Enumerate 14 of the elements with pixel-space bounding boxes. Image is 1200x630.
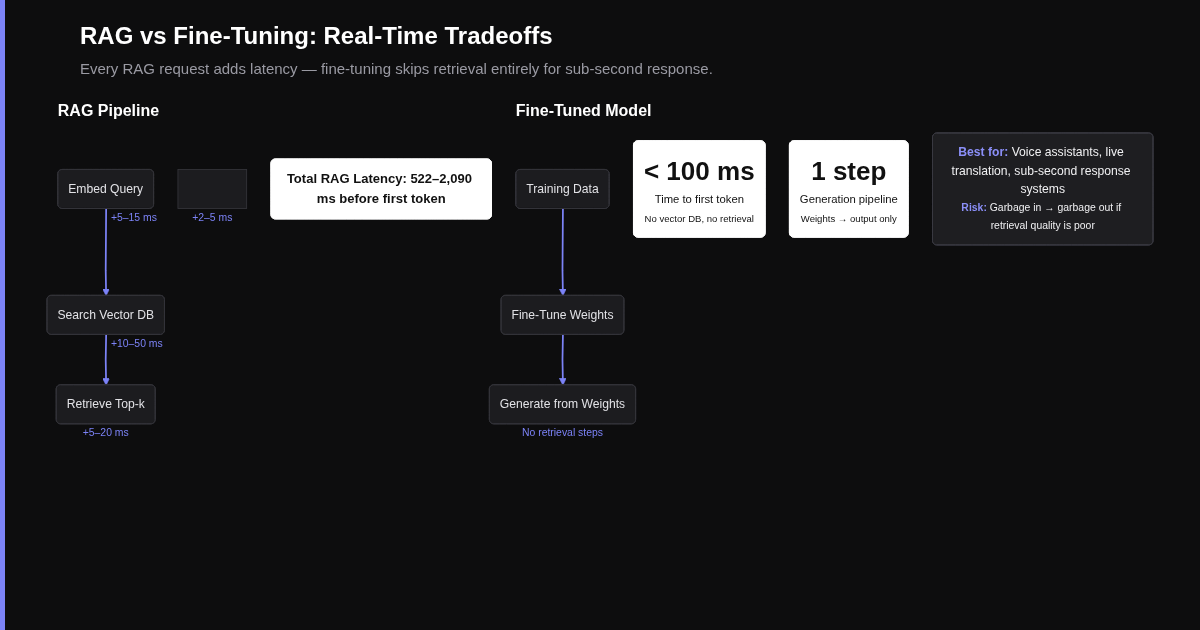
- title: RAG vs Fine-Tuning: Real-Time Tradeoffs: [80, 22, 553, 50]
- node-box: [177, 168, 248, 209]
- arrow: [102, 333, 110, 386]
- annotation-text: +5–15 ms: [110, 211, 157, 225]
- subtitle: Every RAG request adds latency — fine-tuning skips retrieval entirely for sub-second response.: [80, 60, 713, 77]
- section-heading: Fine-Tuned Model: [515, 102, 652, 120]
- annotation-text: +10–50 ms: [110, 337, 163, 351]
- arrow: [559, 333, 567, 386]
- arrow: [559, 208, 567, 297]
- annotation-text: +2–5 ms: [192, 211, 233, 225]
- annotation-text: +5–20 ms: [82, 427, 129, 440]
- arrow: [102, 208, 110, 297]
- annotation-text: No retrieval steps: [522, 427, 603, 440]
- section-heading: RAG Pipeline: [57, 102, 160, 120]
